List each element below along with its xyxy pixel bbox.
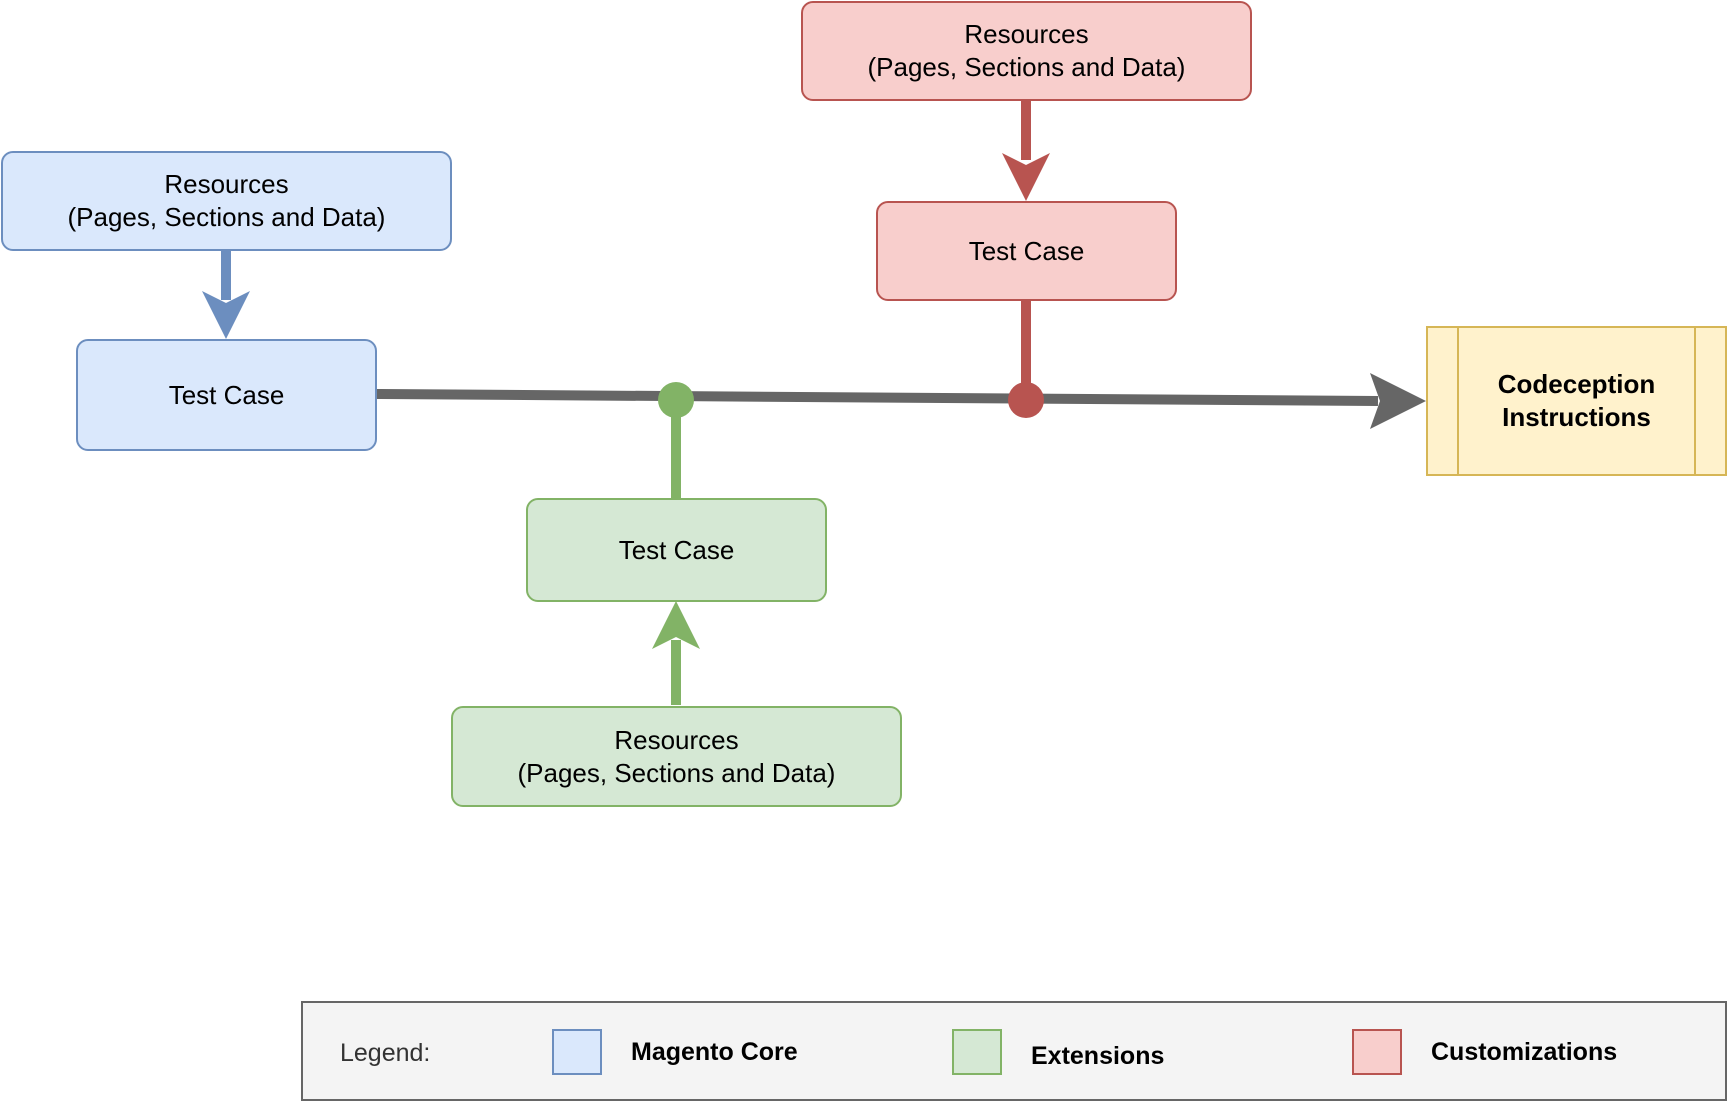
ext-resources-subtitle: (Pages, Sections and Data) [517, 757, 836, 788]
codeception-instructions-node: Codeception Instructions [1426, 326, 1727, 476]
codeception-line1: Codeception [1497, 369, 1656, 399]
legend-swatch-extensions [952, 1029, 1002, 1075]
legend-swatch-magento-core [552, 1029, 602, 1075]
legend-label-magento-core: Magento Core [631, 1038, 798, 1066]
process-left-bar [1457, 328, 1459, 474]
ext-merge-dot [658, 382, 694, 418]
custom-arrowhead [1002, 153, 1050, 201]
ext-resources-title: Resources [614, 724, 739, 755]
custom-resources-title: Resources [964, 19, 1089, 49]
main-flow-arrowhead [1370, 373, 1426, 429]
core-resources-subtitle: (Pages, Sections and Data) [67, 202, 386, 232]
main-flow-line [375, 389, 1379, 406]
legend-label-customizations: Customizations [1431, 1038, 1618, 1066]
custom-test-case-node: Test Case [876, 201, 1177, 301]
core-resources-node: Resources (Pages, Sections and Data) [1, 151, 452, 251]
codeception-label: Codeception Instructions [1498, 368, 1655, 434]
ext-test-case-node: Test Case [526, 498, 827, 602]
ext-resources-node: Resources (Pages, Sections and Data) [451, 706, 902, 807]
core-arrowhead [202, 291, 250, 339]
legend: Legend: Magento Core Extensions Customiz… [301, 1001, 1727, 1101]
custom-resources-subtitle: (Pages, Sections and Data) [867, 52, 1186, 82]
ext-test-case-label: Test Case [618, 534, 735, 565]
core-test-case-node: Test Case [76, 339, 377, 451]
custom-merge-dot [1008, 382, 1044, 418]
legend-title: Legend: [340, 1039, 431, 1067]
core-test-case-label: Test Case [168, 379, 285, 410]
custom-test-case-label: Test Case [968, 235, 1085, 266]
codeception-line2: Instructions [1502, 402, 1651, 432]
custom-resources-node: Resources (Pages, Sections and Data) [801, 1, 1252, 101]
ext-arrowhead [652, 601, 700, 649]
core-resources-title: Resources [164, 169, 289, 199]
legend-swatch-customizations [1352, 1029, 1402, 1075]
process-right-bar [1694, 328, 1696, 474]
legend-label-extensions: Extensions [1031, 1042, 1165, 1070]
